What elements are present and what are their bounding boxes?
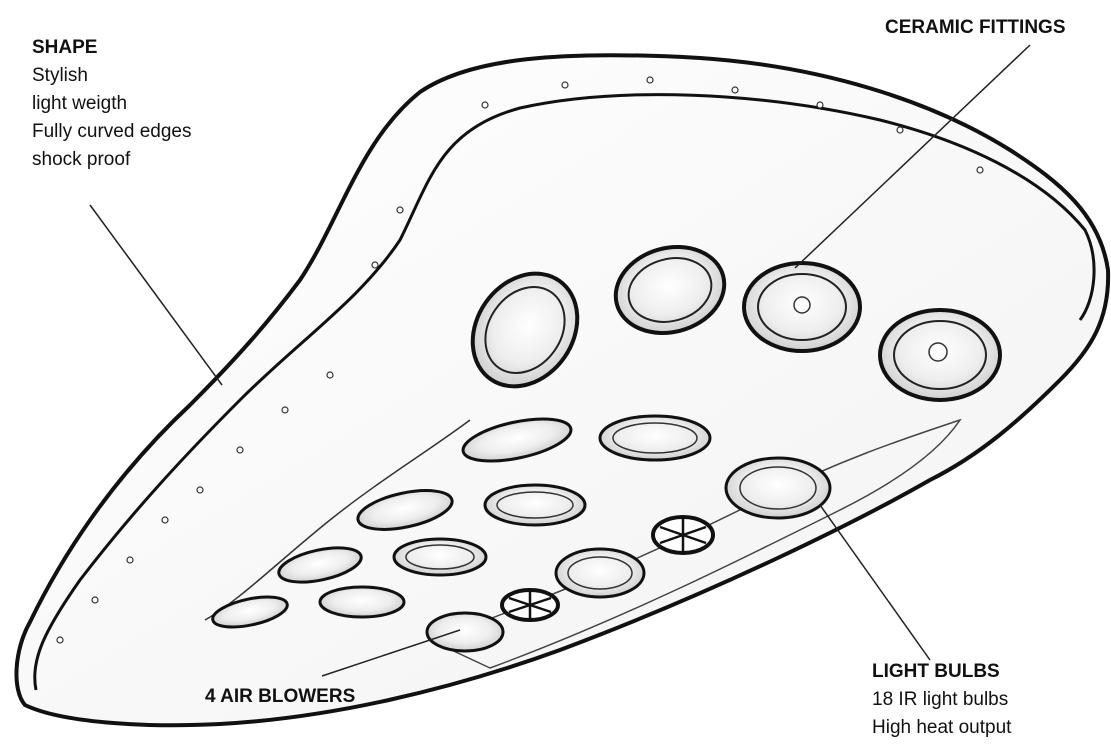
light-bulbs-leader-line — [820, 505, 930, 660]
air-blowers-callout: 4 AIR BLOWERS — [205, 683, 355, 711]
shape-feature-4: shock proof — [32, 146, 191, 174]
air-blowers-title: 4 AIR BLOWERS — [205, 683, 355, 711]
ceramic-fitting — [744, 263, 860, 351]
shape-title: SHAPE — [32, 34, 191, 62]
air-blower — [502, 590, 558, 620]
shape-feature-3: Fully curved edges — [32, 118, 191, 146]
light-bulbs-feature-2: High heat output — [872, 714, 1011, 742]
shape-leader-line — [90, 205, 222, 385]
ceramic-fittings-title: CERAMIC FITTINGS — [885, 14, 1066, 42]
light-bulbs-callout: LIGHT BULBS 18 IR light bulbs High heat … — [872, 658, 1011, 742]
air-blower — [653, 517, 713, 553]
ceramic-fitting — [880, 310, 1000, 400]
shape-feature-2: light weigth — [32, 90, 191, 118]
shape-feature-1: Stylish — [32, 62, 191, 90]
ceramic-fittings-callout: CERAMIC FITTINGS — [885, 14, 1066, 42]
shape-callout: SHAPE Stylish light weigth Fully curved … — [32, 34, 191, 174]
light-bulbs-feature-1: 18 IR light bulbs — [872, 686, 1011, 714]
light-bulbs-title: LIGHT BULBS — [872, 658, 1011, 686]
